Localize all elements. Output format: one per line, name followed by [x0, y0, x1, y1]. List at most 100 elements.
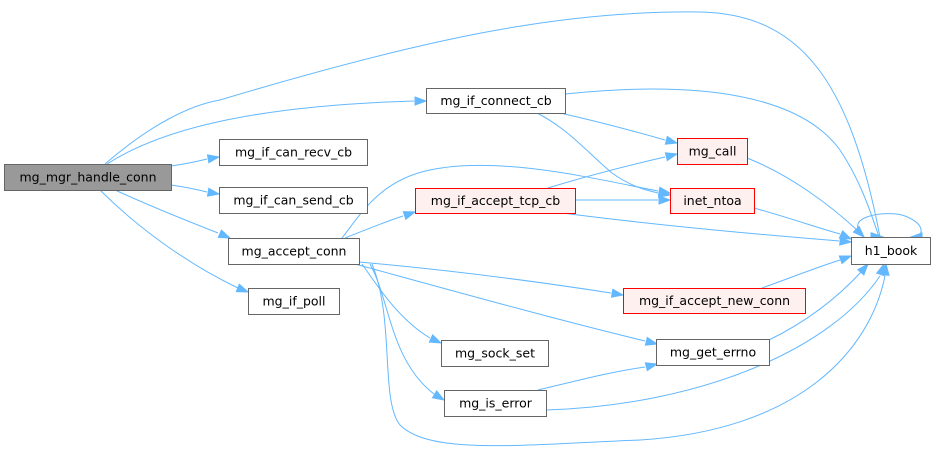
arrow-head [657, 186, 672, 196]
node-label[interactable]: mg_sock_set [455, 346, 535, 361]
node-box[interactable] [415, 188, 576, 214]
edge-accept_conn-to-sock_set [361, 263, 443, 344]
edge-line [344, 215, 404, 239]
edge-connect_cb-to-h1_book [564, 88, 884, 242]
node-box[interactable] [219, 187, 368, 214]
edge-accept_conn-to-is_error [369, 263, 446, 401]
edge-root-to-can_send [170, 184, 221, 197]
node-box[interactable] [656, 339, 770, 366]
node-label[interactable]: mg_accept_conn [242, 244, 347, 259]
node-box[interactable] [444, 390, 547, 417]
node-label[interactable]: mg_if_accept_new_conn [639, 293, 790, 308]
edge-root-to-if_poll [99, 189, 250, 293]
edge-line [768, 270, 863, 341]
edge-line [545, 275, 881, 411]
node-root[interactable]: mg_mgr_handle_conn [4, 164, 172, 191]
arrow-head [644, 336, 659, 346]
edge-accept_conn-to-get_errno [354, 263, 659, 346]
edge-line [561, 212, 840, 242]
node-get-errno[interactable]: mg_get_errno [656, 339, 770, 366]
edge-connect_cb-to-mg_call [559, 112, 679, 145]
edge-get_errno-to-h1_book [768, 262, 869, 341]
node-label[interactable]: mg_if_can_recv_cb [235, 145, 352, 160]
arrow-head [839, 236, 853, 246]
edge-line [564, 88, 880, 238]
node-label[interactable]: mg_if_can_send_cb [233, 193, 353, 208]
edge-line [170, 184, 208, 193]
arrow-head [431, 390, 446, 401]
edges-layer [99, 11, 923, 447]
edge-line [371, 263, 886, 447]
node-accept-conn[interactable]: mg_accept_conn [228, 238, 360, 265]
edge-line [358, 261, 612, 294]
node-label[interactable]: mg_mgr_handle_conn [19, 170, 156, 185]
node-sock-set[interactable]: mg_sock_set [441, 340, 549, 367]
node-box[interactable] [219, 139, 368, 166]
edge-line [99, 189, 239, 289]
node-box[interactable] [623, 288, 806, 314]
node-label[interactable]: h1_book [865, 243, 918, 258]
arrow-head [217, 229, 232, 239]
edge-root-to-connect_cb [106, 96, 428, 165]
arrow-head [610, 288, 625, 298]
edge-line [761, 259, 841, 289]
edge-line [170, 158, 208, 167]
node-label[interactable]: mg_if_connect_cb [440, 93, 551, 108]
edge-accept_conn-to-accept_new_conn [358, 261, 625, 298]
edge-line [537, 366, 646, 391]
edge-is_error-to-get_errno [537, 362, 659, 391]
node-label[interactable]: mg_if_accept_tcp_cb [431, 193, 560, 208]
edge-accept_tcp_cb-to-h1_book [561, 212, 853, 246]
arrow-head [402, 211, 417, 221]
node-accept-new-conn[interactable]: mg_if_accept_new_conn [623, 288, 806, 314]
arrow-head [856, 262, 869, 276]
node-if-poll[interactable]: mg_if_poll [248, 288, 340, 315]
node-label[interactable]: mg_call [689, 144, 737, 159]
node-box[interactable] [677, 138, 748, 165]
arrow-head [206, 187, 221, 197]
arrow-head [664, 152, 679, 162]
edge-accept_tcp_cb-to-inet_ntoa [575, 195, 672, 205]
edge-h1_book-to-h1_book [857, 213, 923, 242]
node-inet-ntoa[interactable]: inet_ntoa [670, 188, 755, 214]
arrow-head [664, 135, 679, 145]
edge-accept_new_conn-to-h1_book [761, 255, 853, 289]
node-can-recv[interactable]: mg_if_can_recv_cb [219, 139, 368, 166]
edge-line [106, 100, 415, 165]
edge-is_error-to-h1_book [545, 262, 885, 411]
arrow-head [658, 195, 672, 205]
edge-inet_ntoa-to-h1_book [753, 207, 853, 240]
node-connect-cb[interactable]: mg_if_connect_cb [426, 88, 566, 114]
node-accept-tcp-cb[interactable]: mg_if_accept_tcp_cb [415, 188, 576, 214]
edge-line [361, 263, 431, 339]
node-box[interactable] [851, 237, 931, 265]
node-box[interactable] [670, 188, 755, 214]
edge-line [354, 263, 646, 342]
edge-accept_tcp_cb-to-mg_call [547, 152, 679, 189]
node-label[interactable]: mg_get_errno [670, 345, 756, 360]
arrow-head [838, 255, 853, 265]
arrow-head [875, 262, 885, 277]
node-label[interactable]: inet_ntoa [683, 193, 741, 208]
node-mg-call[interactable]: mg_call [677, 138, 748, 165]
node-box[interactable] [441, 340, 549, 367]
arrow-head [206, 154, 221, 164]
node-label[interactable]: mg_is_error [459, 396, 533, 411]
arrow-head [235, 283, 250, 293]
arrow-head [644, 362, 659, 372]
arrow-head [414, 96, 428, 106]
edge-line [746, 157, 858, 231]
node-h1-book[interactable]: h1_book [851, 237, 931, 265]
edge-connect_cb-to-inet_ntoa [536, 112, 672, 198]
node-label[interactable]: mg_if_poll [262, 294, 325, 309]
node-is-error[interactable]: mg_is_error [444, 390, 547, 417]
arrow-head [428, 333, 443, 344]
node-box[interactable] [248, 288, 340, 315]
node-box[interactable] [4, 164, 172, 191]
node-box[interactable] [228, 238, 360, 265]
edge-line [559, 112, 666, 141]
node-can-send[interactable]: mg_if_can_send_cb [219, 187, 368, 214]
node-box[interactable] [426, 88, 566, 114]
edge-line [753, 207, 841, 235]
